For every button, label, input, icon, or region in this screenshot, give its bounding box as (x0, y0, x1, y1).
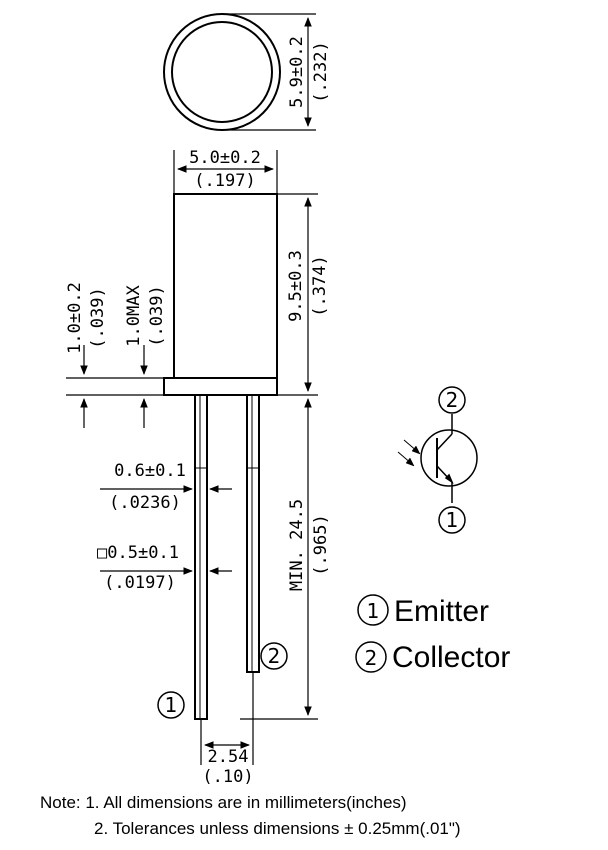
pin1-badge: 1 (157, 691, 185, 719)
legend-collector-number: 2 (365, 646, 378, 670)
lens-diameter-inch: (.232) (311, 41, 331, 102)
side-view (163, 193, 278, 720)
symbol-pin2-badge: 2 (438, 386, 466, 414)
legend-emitter-number: 1 (367, 599, 380, 623)
note-line-1: Note: 1. All dimensions are in millimete… (40, 793, 407, 812)
note-line-2: 2. Tolerances unless dimensions ± 0.25mm… (94, 819, 461, 838)
lens-outer-circle (163, 13, 281, 131)
body-width-inch: (.197) (194, 171, 255, 191)
lens-diameter-mm: 5.9±0.2 (287, 36, 307, 108)
lead-emitter (194, 394, 208, 720)
top-view (163, 13, 281, 131)
lead-collector (246, 394, 260, 673)
lead-width-inch: (.0236) (109, 493, 181, 513)
pin1-number: 1 (165, 693, 178, 717)
pin2-badge: 2 (260, 642, 288, 670)
legend-collector: 2 Collector (355, 641, 510, 674)
body-height-dimension (277, 193, 318, 396)
legend-collector-label: Collector (392, 641, 510, 674)
body-height-inch: (.374) (310, 255, 330, 316)
lead-spacing-inch: (.10) (202, 767, 253, 787)
pin2-number: 2 (268, 644, 281, 668)
body-width-dimension (173, 150, 278, 193)
flange-max-mm: 1.0MAX (124, 285, 144, 347)
lead-square-mm: □0.5±0.1 (97, 543, 179, 563)
lead-length-mm: MIN. 24.5 (287, 499, 307, 591)
lead-spacing-dimension (200, 672, 254, 765)
phototransistor-symbol (397, 414, 478, 503)
flange-max-inch: (.039) (147, 285, 167, 346)
lens-diameter-dimension (222, 13, 316, 131)
lead-width-dimension (100, 485, 232, 575)
lead-square-inch: (.0197) (104, 573, 176, 593)
symbol-pin1-number: 1 (446, 508, 459, 532)
package-body (173, 193, 278, 379)
symbol-pin1-badge: 1 (438, 506, 466, 534)
lens-inner-circle (171, 21, 273, 123)
body-width-mm: 5.0±0.2 (189, 148, 261, 168)
flange-thickness-mm: 1.0±0.2 (65, 282, 85, 354)
lead-spacing-mm: 2.54 (208, 747, 249, 767)
flange-dimension (66, 345, 164, 428)
symbol-pin2-number: 2 (446, 388, 459, 412)
lead-width-mm: 0.6±0.1 (114, 461, 186, 481)
lead-length-inch: (.965) (311, 514, 331, 575)
package-flange (163, 377, 278, 396)
legend-emitter: 1 Emitter (357, 594, 489, 628)
body-height-mm: 9.5±0.3 (286, 250, 306, 322)
flange-thickness-inch: (.039) (88, 287, 108, 348)
legend-emitter-label: Emitter (394, 595, 489, 628)
